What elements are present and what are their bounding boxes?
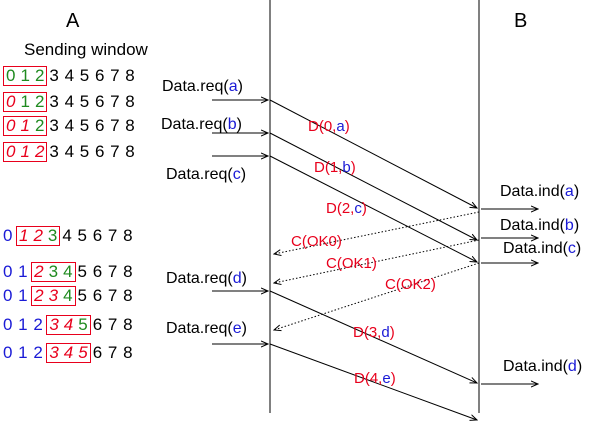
frame-arrow-1: [269, 132, 477, 240]
window-seq: 2: [34, 262, 44, 281]
window-seq: 3: [49, 343, 59, 362]
window-seq: 1: [20, 66, 30, 85]
ack-label-1: C(OK1): [326, 255, 377, 272]
ack-label-2: C(OK2): [385, 276, 436, 293]
acknowledged-seq: 0 1: [3, 262, 29, 281]
sending-window-label: Sending window: [24, 40, 148, 59]
indication-d: Data.ind(d): [503, 358, 583, 375]
window-seq: 4: [63, 343, 74, 362]
pending-seq: 5 6 7 8: [77, 286, 134, 305]
pending-seq: 6 7 8: [92, 315, 134, 334]
pending-seq: 3 4 5 6 7 8: [49, 66, 136, 85]
acknowledged-seq: 0 1 2: [3, 343, 44, 362]
window-seq: 5: [78, 343, 88, 362]
frame-label-4: D(4,e): [354, 370, 396, 387]
entity-b-label: B: [514, 10, 528, 32]
pending-seq: 3 4 5 6 7 8: [49, 142, 136, 161]
window-seq: 2: [34, 66, 45, 85]
request-b: Data.req(b): [161, 116, 242, 133]
indication-b: Data.ind(b): [500, 217, 580, 234]
entity-a-label: A: [66, 10, 80, 32]
window-seq: 1: [18, 226, 29, 245]
window-seq: 3: [48, 262, 59, 281]
frame-label-3: D(3,d): [353, 324, 395, 341]
pending-seq: 3 4 5 6 7 8: [49, 116, 136, 135]
window-seq: 2: [34, 92, 45, 111]
window-seq: 1: [20, 92, 30, 111]
request-d: Data.req(d): [166, 270, 247, 287]
frame-label-0: D(0,a): [308, 118, 350, 135]
window-seq: 2: [34, 142, 45, 161]
pending-seq: 6 7 8: [92, 343, 134, 362]
pending-seq: 4 5 6 7 8: [62, 226, 134, 245]
pending-seq: 3 4 5 6 7 8: [49, 92, 136, 111]
request-e: Data.req(e): [166, 320, 247, 337]
window-seq: 3: [49, 315, 59, 334]
window-seq: 2: [34, 116, 45, 135]
window-seq: 4: [63, 262, 73, 281]
window-seq: 4: [63, 286, 73, 305]
window-seq: 0: [6, 66, 16, 85]
window-seq: 3: [47, 226, 58, 245]
indication-c: Data.ind(c): [503, 240, 582, 257]
frame-arrow-0: [269, 99, 477, 208]
request-a: Data.req(a): [162, 78, 243, 95]
ack-arrow-2: [274, 262, 480, 330]
acknowledged-seq: 0 1: [3, 286, 29, 305]
window-seq: 0: [6, 116, 16, 135]
window-seq: 5: [78, 315, 88, 334]
frame-label-2: D(2,c): [326, 200, 367, 217]
request-c: Data.req(c): [166, 166, 247, 183]
acknowledged-seq: 0: [3, 226, 13, 245]
frame-arrow-3: [269, 290, 477, 383]
acknowledged-seq: 0 1 2: [3, 315, 44, 334]
frame-label-1: D(1,b): [314, 159, 356, 176]
ack-label-0: C(OK0): [291, 233, 342, 250]
window-seq: 2: [33, 226, 43, 245]
indication-a: Data.ind(a): [500, 183, 580, 200]
pending-seq: 5 6 7 8: [77, 262, 134, 281]
window-seq: 2: [34, 286, 44, 305]
window-seq: 1: [20, 116, 30, 135]
frame-arrow-4: [269, 343, 477, 420]
window-seq: 1: [20, 142, 30, 161]
window-seq: 0: [6, 142, 16, 161]
window-seq: 3: [48, 286, 59, 305]
frame-arrow-2: [269, 155, 477, 262]
window-seq: 0: [6, 92, 16, 111]
window-seq: 4: [63, 315, 74, 334]
